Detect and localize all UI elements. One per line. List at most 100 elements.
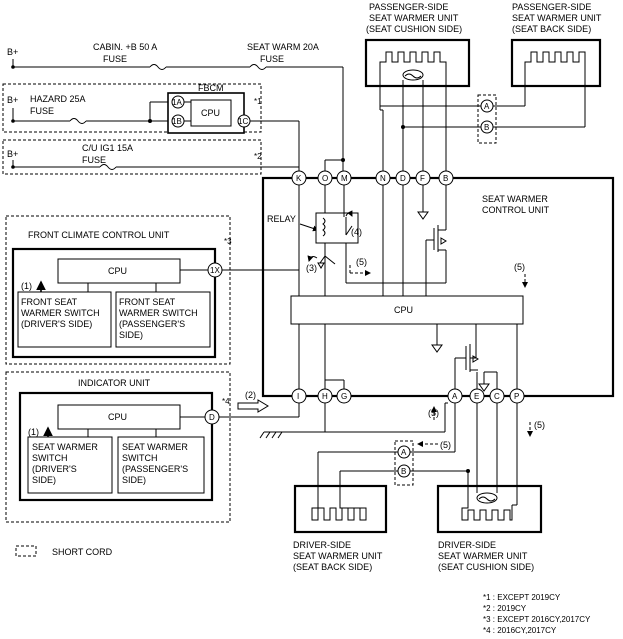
svg-text:1A: 1A bbox=[172, 98, 182, 107]
swcu-cpu-box bbox=[290, 295, 524, 325]
swcu-pin-m: M bbox=[336, 170, 352, 186]
mark-2: *2 bbox=[254, 152, 262, 161]
svg-text:K: K bbox=[296, 174, 302, 183]
svg-text:D: D bbox=[400, 174, 406, 183]
hazard-fuse-label-1: HAZARD 25A bbox=[30, 94, 86, 104]
fccu-title: FRONT CLIMATE CONTROL UNIT bbox=[28, 230, 170, 240]
swcu-pin-k: K bbox=[291, 170, 307, 186]
passenger-cushion-unit: PASSENGER-SIDE SEAT WARMER UNIT (SEAT CU… bbox=[364, 2, 471, 88]
svg-text:B: B bbox=[484, 123, 489, 132]
signal-arrow-2 bbox=[237, 399, 269, 413]
swcu-box bbox=[261, 176, 615, 398]
svg-text:C: C bbox=[494, 392, 500, 401]
swcu-pin-n: N bbox=[375, 170, 391, 186]
callout-5-short: (5) bbox=[440, 440, 451, 450]
callout-1-indicator: (1) bbox=[28, 427, 39, 437]
svg-text:A: A bbox=[401, 448, 407, 457]
svg-text:B: B bbox=[401, 467, 406, 476]
indicator-title: INDICATOR UNIT bbox=[78, 378, 151, 388]
seat-warm-fuse-label-2: FUSE bbox=[260, 54, 284, 64]
indicator-switch-driver bbox=[27, 436, 113, 494]
svg-text:D: D bbox=[209, 413, 215, 422]
swcu-pin-d: D bbox=[395, 170, 411, 186]
callout-2: (2) bbox=[245, 390, 256, 400]
svg-text:DRIVER-SIDE: DRIVER-SIDE bbox=[293, 540, 351, 550]
svg-text:*3 : EXCEPT 2016CY,2017CY: *3 : EXCEPT 2016CY,2017CY bbox=[483, 615, 591, 624]
short-cord-legend-label: SHORT CORD bbox=[52, 547, 113, 557]
fbcm-pin-1c: 1C bbox=[237, 114, 251, 128]
fccu-cpu-box bbox=[57, 258, 181, 284]
svg-text:SEAT WARMER: SEAT WARMER bbox=[32, 442, 98, 452]
svg-text:F: F bbox=[420, 174, 425, 183]
b-plus-label-3: B+ bbox=[7, 149, 18, 159]
svg-text:(DRIVER'S: (DRIVER'S bbox=[32, 464, 77, 474]
swcu-pin-c: C bbox=[489, 388, 505, 404]
driver-back-unit: DRIVER-SIDE SEAT WARMER UNIT (SEAT BACK … bbox=[293, 484, 388, 572]
seat-warm-fuse-label-1: SEAT WARM 20A bbox=[247, 42, 319, 52]
svg-text:PASSENGER-SIDE: PASSENGER-SIDE bbox=[512, 2, 591, 12]
mark-1: *1 bbox=[254, 97, 262, 106]
swcu-pin-a: A bbox=[447, 388, 463, 404]
cabin-fuse-symbol bbox=[149, 64, 167, 70]
b-plus-label-1: B+ bbox=[7, 47, 18, 57]
callout-1-fccu: (1) bbox=[21, 281, 32, 291]
swcu-pin-p: P bbox=[509, 388, 525, 404]
swcu-title-1: SEAT WARMER bbox=[482, 194, 548, 204]
cabin-fuse-label-2: FUSE bbox=[103, 54, 127, 64]
fbcm-cpu-box bbox=[190, 99, 232, 127]
svg-text:G: G bbox=[341, 392, 347, 401]
svg-text:1C: 1C bbox=[238, 117, 248, 126]
svg-text:*4: *4 bbox=[222, 397, 230, 406]
front-climate-control-unit: *3 FRONT CLIMATE CONTROL UNIT CPU 1X (1)… bbox=[5, 215, 232, 365]
power-section: B+ CABIN. +B 50 A FUSE SEAT WARM 20A FUS… bbox=[2, 42, 344, 175]
svg-text:O: O bbox=[322, 174, 328, 183]
fbcm-title: FBCM bbox=[198, 83, 224, 93]
svg-text:1B: 1B bbox=[172, 117, 182, 126]
callout-3: (3) bbox=[306, 263, 317, 273]
svg-text:N: N bbox=[380, 174, 386, 183]
svg-text:SEAT WARMER UNIT: SEAT WARMER UNIT bbox=[369, 13, 459, 23]
svg-text:(PASSENGER'S: (PASSENGER'S bbox=[122, 464, 188, 474]
lower-short-cord: A B bbox=[394, 440, 414, 486]
svg-text:DRIVER-SIDE: DRIVER-SIDE bbox=[438, 540, 496, 550]
fccu-switch-driver bbox=[17, 291, 112, 348]
ground-symbol bbox=[259, 402, 448, 439]
hazard-fuse-label-2: FUSE bbox=[30, 106, 54, 116]
svg-text:CPU: CPU bbox=[108, 412, 127, 422]
svg-text:(SEAT CUSHION SIDE): (SEAT CUSHION SIDE) bbox=[366, 24, 462, 34]
svg-text:WARMER SWITCH: WARMER SWITCH bbox=[21, 308, 100, 318]
svg-text:SEAT WARMER UNIT: SEAT WARMER UNIT bbox=[438, 551, 528, 561]
swcu-pin-g: G bbox=[336, 388, 352, 404]
swcu-cpu-label: CPU bbox=[394, 305, 413, 315]
indicator-switch-passenger bbox=[117, 436, 205, 494]
seat-warmer-control-unit: SEAT WARMER CONTROL UNIT K O M N D F B R… bbox=[261, 158, 615, 404]
svg-text:A: A bbox=[452, 392, 458, 401]
hazard-fuse-symbol bbox=[69, 118, 87, 124]
svg-text:PASSENGER-SIDE: PASSENGER-SIDE bbox=[369, 2, 448, 12]
passenger-back-unit: PASSENGER-SIDE SEAT WARMER UNIT (SEAT BA… bbox=[510, 2, 602, 88]
callout-5-p: (5) bbox=[534, 420, 545, 430]
svg-text:SEAT WARMER UNIT: SEAT WARMER UNIT bbox=[512, 13, 602, 23]
swcu-pin-h: H bbox=[317, 388, 333, 404]
svg-text:(DRIVER'S SIDE): (DRIVER'S SIDE) bbox=[21, 319, 92, 329]
callout-4: (4) bbox=[351, 227, 362, 237]
fccu-switch-passenger bbox=[115, 291, 211, 348]
svg-text:I: I bbox=[297, 392, 299, 401]
svg-text:*3: *3 bbox=[224, 237, 232, 246]
cabin-fuse-label-1: CABIN. +B 50 A bbox=[93, 42, 157, 52]
svg-text:B: B bbox=[443, 174, 448, 183]
relay-label: RELAY bbox=[267, 214, 296, 224]
svg-text:M: M bbox=[341, 174, 348, 183]
seat-warm-fuse-symbol bbox=[249, 64, 267, 70]
svg-text:(SEAT BACK SIDE): (SEAT BACK SIDE) bbox=[512, 24, 591, 34]
svg-text:FRONT SEAT: FRONT SEAT bbox=[119, 297, 176, 307]
svg-text:(SEAT BACK SIDE): (SEAT BACK SIDE) bbox=[293, 562, 372, 572]
fbcm-pin-1a: 1A bbox=[171, 95, 185, 109]
svg-text:SIDE): SIDE) bbox=[122, 475, 146, 485]
svg-text:SEAT WARMER: SEAT WARMER bbox=[122, 442, 188, 452]
fbcm-cpu-label: CPU bbox=[201, 108, 220, 118]
svg-text:CPU: CPU bbox=[108, 266, 127, 276]
fbcm-pin-1b: 1B bbox=[171, 114, 185, 128]
svg-text:H: H bbox=[322, 392, 328, 401]
cu-ig1-group-border bbox=[2, 139, 262, 175]
